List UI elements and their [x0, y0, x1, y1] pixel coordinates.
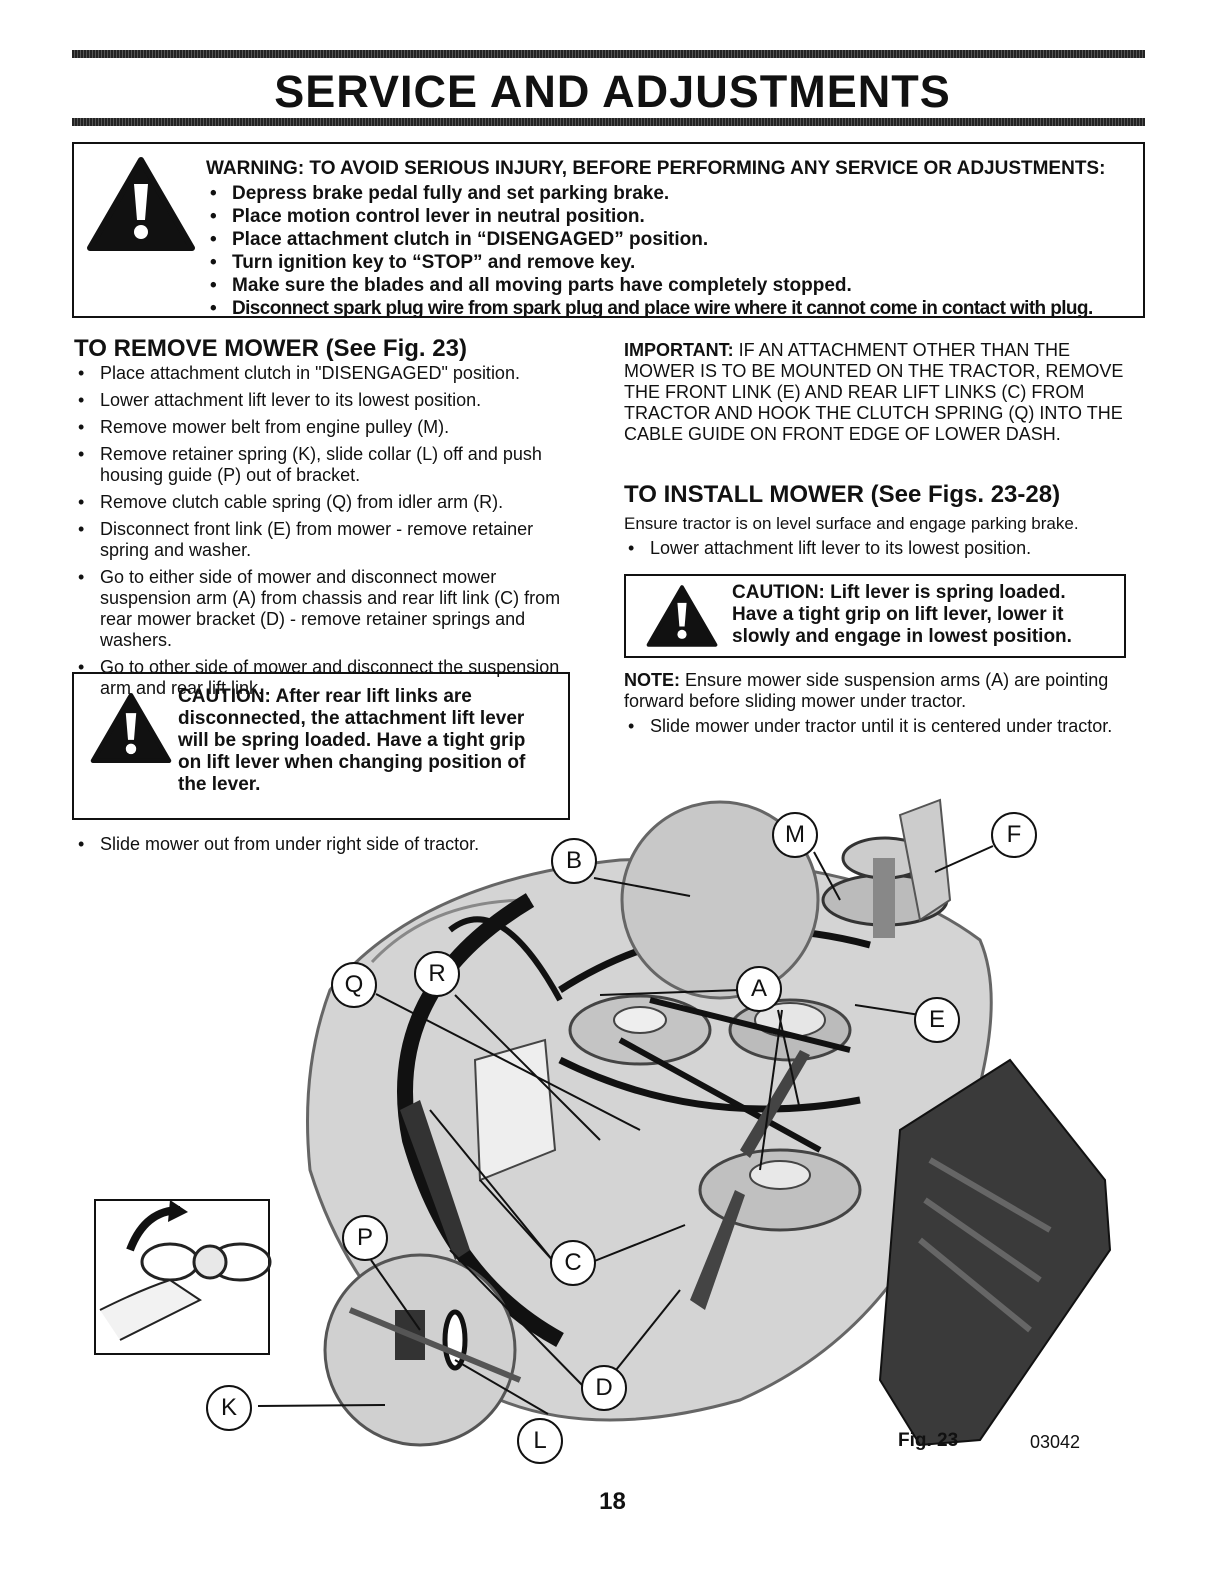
install-step: Slide mower under tractor until it is ce…: [624, 716, 1124, 737]
figure-caption: Fig. 23: [898, 1430, 959, 1451]
page-title: SERVICE AND ADJUSTMENTS: [274, 66, 951, 117]
callout-label-l: L: [517, 1418, 563, 1464]
install-caution-text: CAUTION: Lift lever is spring loaded. Ha…: [732, 582, 1072, 647]
callout-label-f: F: [991, 812, 1037, 858]
install-section: TO INSTALL MOWER (See Figs. 23-28) Ensur…: [624, 481, 1124, 565]
warning-item: Place motion control lever in neutral po…: [206, 205, 1136, 228]
warning-list: Depress brake pedal fully and set parkin…: [206, 182, 1136, 320]
page-number: 18: [599, 1488, 626, 1515]
warning-item: Turn ignition key to “STOP” and remove k…: [206, 251, 1136, 274]
callout-label-k: K: [206, 1385, 252, 1431]
remove-heading: TO REMOVE MOWER (See Fig. 23): [74, 335, 467, 362]
remove-section: TO REMOVE MOWER (See Fig. 23) Place atta…: [74, 335, 574, 705]
warning-box: WARNING: TO AVOID SERIOUS INJURY, BEFORE…: [72, 142, 1145, 320]
install-note-section: NOTE: Ensure mower side suspension arms …: [624, 670, 1124, 743]
remove-step: Slide mower out from under right side of…: [74, 834, 554, 855]
important-label: IMPORTANT:: [624, 340, 734, 360]
install-heading: TO INSTALL MOWER (See Figs. 23-28): [624, 481, 1061, 508]
warning-item: Make sure the blades and all moving part…: [206, 274, 1136, 297]
callout-label-c: C: [550, 1240, 596, 1286]
warning-heading: WARNING: TO AVOID SERIOUS INJURY, BEFORE…: [206, 158, 1106, 179]
callout-label-d: D: [581, 1365, 627, 1411]
important-text: IF AN ATTACHMENT OTHER THAN THE MOWER IS…: [624, 340, 1124, 444]
callout-label-r: R: [414, 951, 460, 997]
remove-step: Lower attachment lift lever to its lowes…: [74, 390, 574, 411]
install-step: Lower attachment lift lever to its lowes…: [624, 538, 1124, 559]
remove-step: Remove mower belt from engine pulley (M)…: [74, 417, 574, 438]
warning-item: Disconnect spark plug wire from spark pl…: [206, 297, 1136, 320]
callout-label-a: A: [736, 966, 782, 1012]
note-text: Ensure mower side suspension arms (A) ar…: [624, 670, 1109, 711]
remove-step: Go to either side of mower and disconnec…: [74, 567, 574, 651]
remove-step: Remove clutch cable spring (Q) from idle…: [74, 492, 574, 513]
callout-label-q: Q: [331, 962, 377, 1008]
install-intro: Ensure tractor is on level surface and e…: [624, 514, 1079, 533]
remove-steps: Place attachment clutch in "DISENGAGED" …: [74, 363, 574, 699]
callout-label-b: B: [551, 838, 597, 884]
remove-caution-box: CAUTION: After rear lift links are disco…: [72, 672, 570, 820]
install-caution-box: CAUTION: Lift lever is spring loaded. Ha…: [624, 574, 1126, 658]
important-section: IMPORTANT: IF AN ATTACHMENT OTHER THAN T…: [624, 340, 1124, 445]
remove-step: Disconnect front link (E) from mower - r…: [74, 519, 574, 561]
figure-number: 03042: [1030, 1432, 1081, 1452]
top-rule: [72, 50, 1145, 58]
warning-triangle-icon: [87, 157, 195, 251]
callout-label-m: M: [772, 812, 818, 858]
callout-label-e: E: [914, 997, 960, 1043]
title-rule: [72, 118, 1145, 126]
callout-label-p: P: [342, 1215, 388, 1261]
caution-triangle-icon: [646, 585, 718, 647]
remove-step: Remove retainer spring (K), slide collar…: [74, 444, 574, 486]
warning-item: Place attachment clutch in “DISENGAGED” …: [206, 228, 1136, 251]
remove-step: Place attachment clutch in "DISENGAGED" …: [74, 363, 574, 384]
warning-item: Depress brake pedal fully and set parkin…: [206, 182, 1136, 205]
caution-triangle-icon: [90, 692, 172, 764]
remove-last-step: Slide mower out from under right side of…: [74, 834, 554, 861]
remove-caution-text: CAUTION: After rear lift links are disco…: [178, 686, 526, 795]
note-label: NOTE:: [624, 670, 680, 690]
